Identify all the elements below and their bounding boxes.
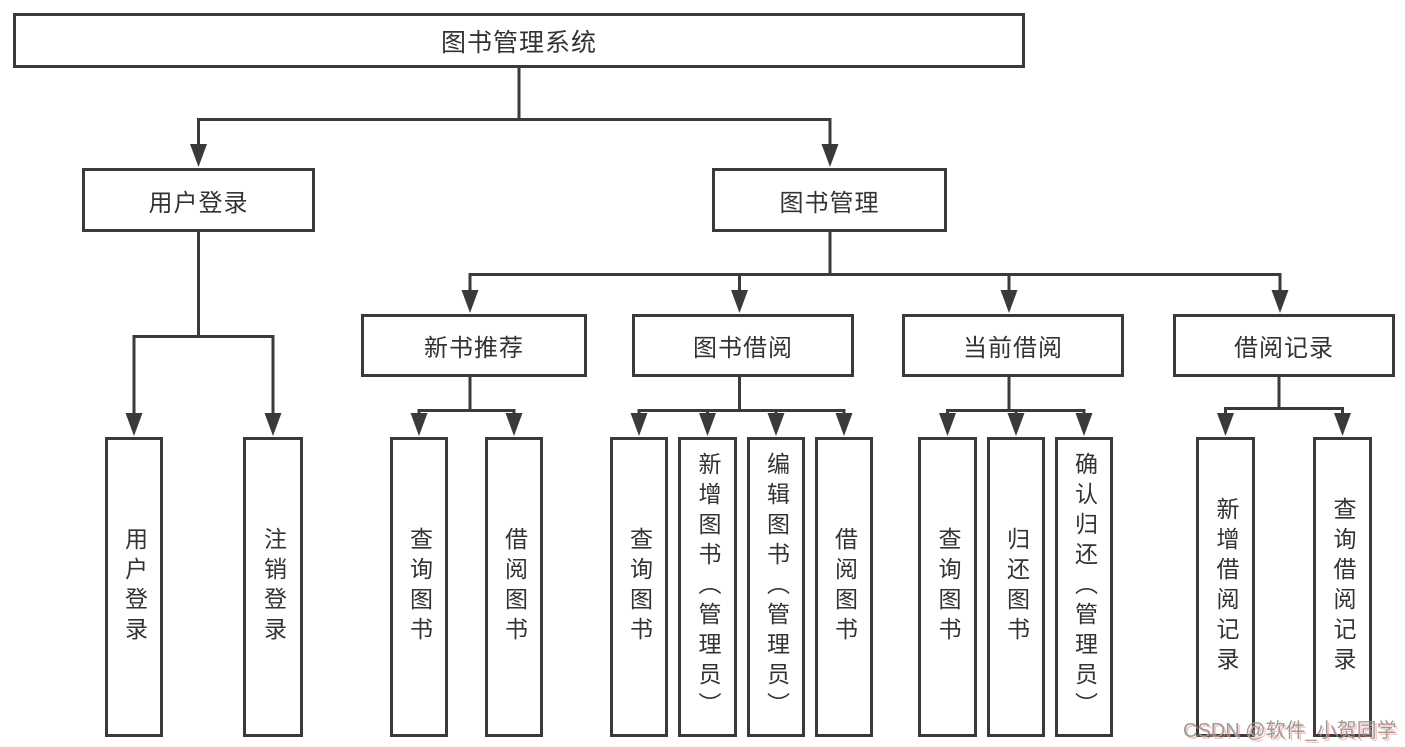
node-book-borrowing: 图书借阅 <box>632 314 854 377</box>
node-label: 查询图书 <box>406 527 433 647</box>
csdn-watermark: CSDN @软件_小贺同学 <box>1183 720 1397 742</box>
node-label: 用户登录 <box>121 527 148 647</box>
node-new-book-recommendation: 新书推荐 <box>361 314 587 377</box>
leaf-query-books-current: 查询图书 <box>918 437 977 737</box>
node-label: 用户登录 <box>148 189 249 217</box>
node-label: 新增借阅记录 <box>1213 497 1239 677</box>
leaf-user-login: 用户登录 <box>105 437 163 737</box>
leaf-borrow-books-newbook: 借阅图书 <box>485 437 543 737</box>
leaf-confirm-return-admin: 确认归还（管理员） <box>1055 437 1113 737</box>
leaf-add-borrow-record: 新增借阅记录 <box>1196 437 1255 737</box>
node-label: 当前借阅 <box>963 335 1063 362</box>
leaf-query-books-newbook: 查询图书 <box>390 437 448 737</box>
leaf-query-borrow-record: 查询借阅记录 <box>1313 437 1372 737</box>
node-book-management: 图书管理 <box>712 168 947 232</box>
node-current-borrowing: 当前借阅 <box>902 314 1124 377</box>
leaf-add-books-admin: 新增图书（管理员） <box>678 437 737 737</box>
node-label: 编辑图书（管理员） <box>763 452 790 722</box>
node-label: 确认归还（管理员） <box>1071 452 1098 722</box>
node-label: 新增图书（管理员） <box>695 452 721 722</box>
node-label: 注销登录 <box>260 527 287 647</box>
node-label: 查询图书 <box>626 527 653 647</box>
node-label: 借阅图书 <box>831 527 858 647</box>
leaf-borrow-books: 借阅图书 <box>815 437 873 737</box>
node-label: 借阅图书 <box>501 527 528 647</box>
leaf-query-books-borrow: 查询图书 <box>610 437 668 737</box>
node-label: 借阅记录 <box>1234 335 1334 362</box>
node-label: 图书管理 <box>779 189 880 217</box>
node-label: 查询借阅记录 <box>1330 497 1356 677</box>
leaf-logout: 注销登录 <box>243 437 303 737</box>
node-label: 归还图书 <box>1003 527 1030 647</box>
node-label: 图书借阅 <box>693 335 793 362</box>
node-label: 新书推荐 <box>424 335 524 362</box>
node-label: 图书管理系统 <box>440 28 597 57</box>
leaf-edit-books-admin: 编辑图书（管理员） <box>747 437 805 737</box>
leaf-return-books: 归还图书 <box>987 437 1045 737</box>
node-label: 查询图书 <box>935 527 961 647</box>
node-user-login: 用户登录 <box>82 168 315 232</box>
node-borrowing-records: 借阅记录 <box>1173 314 1395 377</box>
node-root-library-management-system: 图书管理系统 <box>13 13 1025 68</box>
